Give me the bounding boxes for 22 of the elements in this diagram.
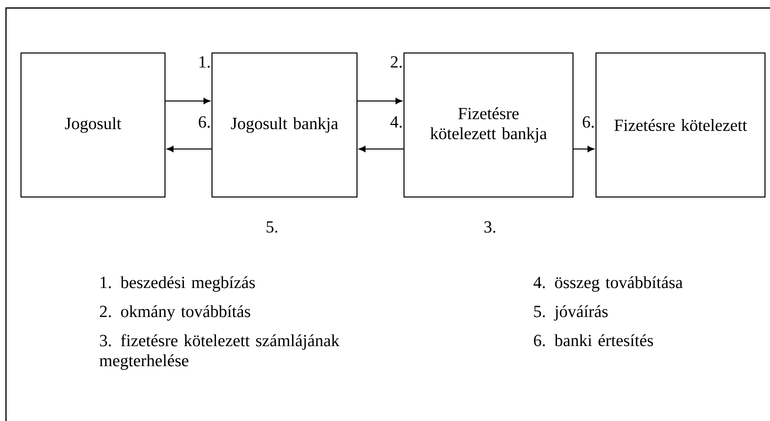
legend-text: 6. banki értesítés (534, 334, 653, 346)
callout-number: 6. (198, 116, 210, 128)
callout-number: 2. (390, 56, 402, 68)
box: Fizetésre kötelezett (596, 52, 766, 198)
arrow (165, 98, 210, 104)
box: Jogosult (20, 52, 166, 198)
callout-number: 4. (390, 116, 402, 128)
box: Fizetésre kötelezett bankja (404, 52, 574, 198)
legend-text: 2. okmány továbbítás (100, 305, 250, 321)
legend-text: 5. jóváírás (534, 305, 608, 321)
legend-text: 4. összeg továbbítása (534, 276, 683, 292)
callout-number: 6. (582, 116, 594, 128)
callout-number: 1. (200, 56, 210, 68)
arrow (357, 98, 402, 104)
legend-text: 1. beszedési megbízás (100, 276, 255, 292)
arrow (166, 146, 212, 152)
callout-number: 3. (484, 221, 496, 233)
legend-text: 3. fizetésre kötelezett számlájának megterhelése (100, 334, 340, 370)
callout-number: 5. (266, 221, 278, 233)
arrow (358, 146, 404, 152)
box: Jogosult bankja (212, 52, 358, 198)
arrow (573, 146, 594, 152)
